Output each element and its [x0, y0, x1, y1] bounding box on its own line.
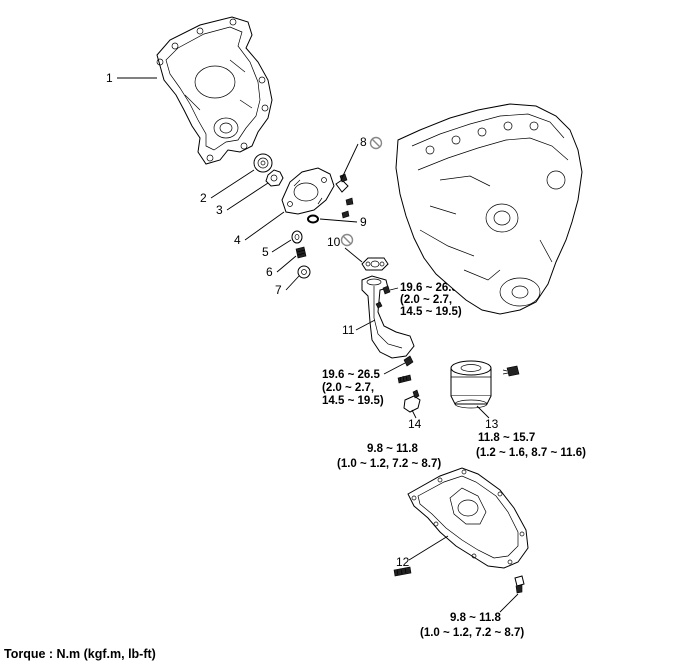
svg-text:11.8 ~ 15.7: 11.8 ~ 15.7: [478, 432, 535, 444]
svg-text:9.8 ~ 11.8: 9.8 ~ 11.8: [450, 612, 501, 624]
svg-text:19.6 ~ 26.5: 19.6 ~ 26.5: [400, 282, 458, 294]
leader-2: [210, 169, 255, 199]
leader-7: [285, 275, 300, 291]
do-not-reuse-icon-8: [369, 136, 383, 150]
leader-torque-screen: [389, 287, 399, 291]
leader-11: [355, 319, 376, 331]
leader-3: [226, 182, 269, 211]
engine-assembly: [395, 103, 583, 315]
leader-9: [319, 218, 358, 223]
torque-unit-note: Torque : N.m (kgf.m, lb-ft): [4, 647, 156, 661]
oil-pressure-switch: [335, 173, 349, 193]
callout-3: 3: [216, 203, 223, 217]
svg-text:14.5 ~ 19.5): 14.5 ~ 19.5): [400, 306, 462, 318]
oil-pan-bolt: [393, 566, 412, 577]
oil-pump-outer-rotor: [253, 153, 273, 173]
leader-5: [271, 239, 292, 253]
oil-temperature-sensor: [397, 374, 421, 413]
retainer-plug: [297, 265, 311, 279]
leader-torque-bolt: [383, 362, 406, 375]
oil-pan: [407, 467, 529, 569]
o-ring: [307, 214, 319, 224]
callout-12: 12: [396, 555, 410, 569]
do-not-reuse-icon-10: [340, 233, 354, 247]
svg-text:(2.0 ~ 2.7,: (2.0 ~ 2.7,: [322, 382, 374, 394]
svg-text:(2.0 ~ 2.7,: (2.0 ~ 2.7,: [400, 294, 452, 306]
leader-torque-drain: [499, 593, 519, 613]
callout-11: 11: [342, 323, 355, 337]
callout-8: 8: [360, 135, 367, 149]
drain-plug: [514, 575, 525, 594]
oil-pump-cover: [281, 167, 335, 215]
oil-filter-fitting: [502, 365, 520, 377]
callout-13: 13: [485, 417, 499, 431]
timing-chain-cover: [156, 16, 273, 165]
svg-text:19.6 ~ 26.5: 19.6 ~ 26.5: [322, 369, 380, 381]
torque-spec-13: 11.8 ~ 15.7 (1.2 ~ 1.6, 8.7 ~ 11.6): [476, 432, 586, 459]
leader-13: [476, 405, 490, 419]
svg-text:9.8 ~ 11.8: 9.8 ~ 11.8: [367, 443, 418, 455]
relief-valve-plunger: [291, 230, 303, 244]
leader-10: [344, 247, 363, 263]
oil-level-bolt: [403, 355, 414, 367]
torque-spec-14: 9.8 ~ 11.8 (1.0 ~ 1.2, 7.2 ~ 8.7): [337, 443, 441, 470]
callout-9: 9: [360, 215, 367, 229]
leader-4: [244, 211, 285, 241]
callout-4: 4: [234, 233, 241, 247]
oil-screen-bolt: [382, 285, 391, 295]
cover-bolt: [341, 197, 354, 219]
leader-12: [408, 535, 449, 561]
oil-pump-inner-rotor: [265, 169, 284, 187]
svg-text:(1.0 ~ 1.2, 7.2 ~ 8.7): (1.0 ~ 1.2, 7.2 ~ 8.7): [420, 627, 524, 639]
relief-valve-spring: [295, 246, 307, 259]
oil-filter: [450, 360, 492, 409]
leader-6: [276, 255, 297, 273]
torque-spec-bolt: 19.6 ~ 26.5 (2.0 ~ 2.7, 14.5 ~ 19.5): [322, 369, 384, 407]
callout-14: 14: [408, 417, 422, 431]
torque-spec-oil-screen: 19.6 ~ 26.5 (2.0 ~ 2.7, 14.5 ~ 19.5): [400, 282, 462, 318]
callout-5: 5: [262, 245, 269, 259]
torque-spec-12: 9.8 ~ 11.8 (1.0 ~ 1.2, 7.2 ~ 8.7): [420, 612, 524, 639]
svg-text:14.5 ~ 19.5): 14.5 ~ 19.5): [322, 395, 384, 407]
svg-text:(1.2 ~ 1.6, 8.7 ~ 11.6): (1.2 ~ 1.6, 8.7 ~ 11.6): [476, 447, 586, 459]
callout-1: 1: [106, 71, 113, 85]
callout-10: 10: [327, 235, 341, 249]
svg-text:(1.0 ~ 1.2, 7.2 ~ 8.7): (1.0 ~ 1.2, 7.2 ~ 8.7): [337, 458, 441, 470]
leader-14: [411, 409, 417, 419]
callout-6: 6: [266, 265, 273, 279]
callout-7: 7: [275, 283, 282, 297]
oil-screen-gasket: [361, 257, 389, 271]
callout-2: 2: [200, 191, 207, 205]
leader-8: [340, 143, 359, 181]
